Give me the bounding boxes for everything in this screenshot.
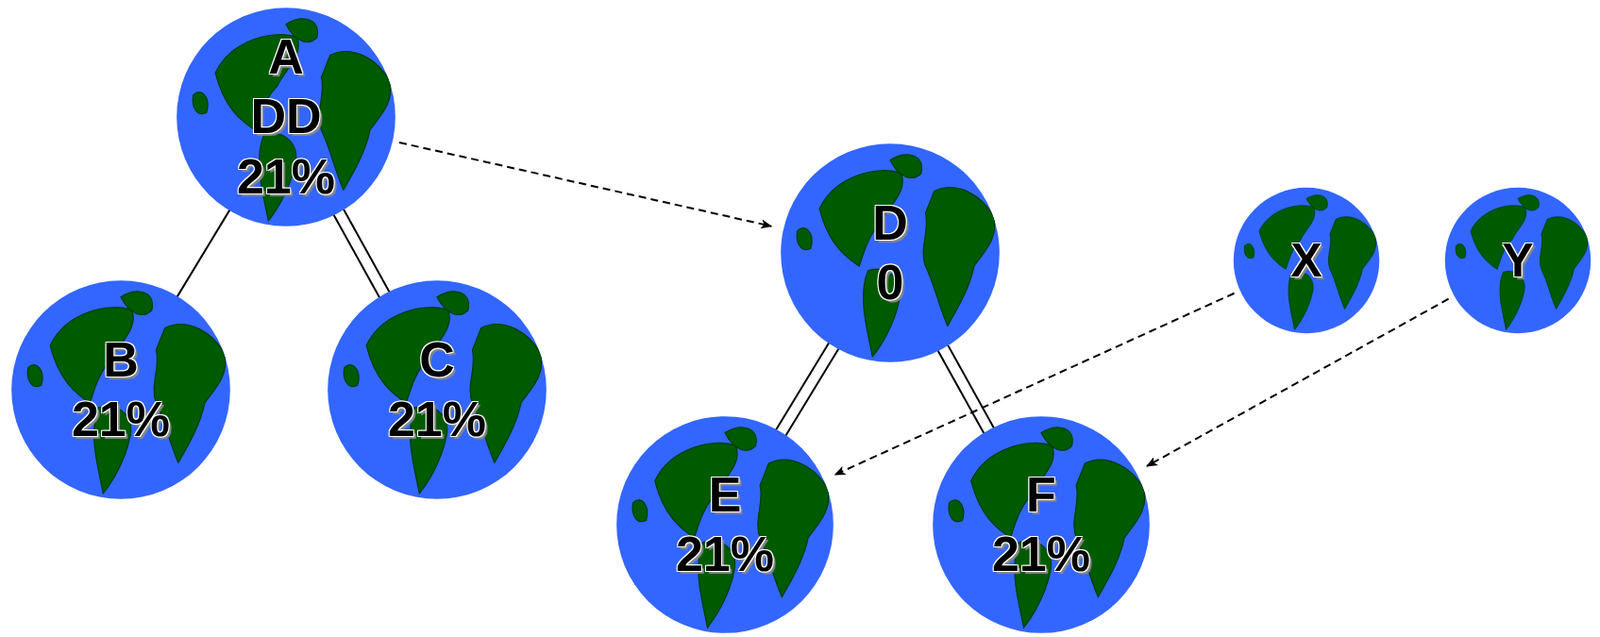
connector — [399, 142, 772, 227]
node-label: 21% — [236, 147, 336, 207]
link-line — [775, 342, 829, 430]
node-label: B — [102, 330, 139, 390]
link-line — [343, 209, 390, 293]
globe-node: F21% — [931, 415, 1151, 635]
dashed-arrow — [399, 142, 772, 227]
node-label: 21% — [71, 389, 170, 450]
node-label: E — [708, 465, 742, 525]
globe-icon — [779, 142, 1001, 364]
globe-icon — [10, 279, 232, 501]
globe-node: C21% — [326, 279, 548, 501]
globe-node: ADD21% — [175, 6, 397, 228]
node-label: D — [872, 193, 909, 253]
globe-node: D0 — [779, 142, 1001, 364]
globe-icon — [326, 279, 548, 501]
connector — [775, 342, 839, 437]
link-line — [177, 209, 231, 297]
link-line — [785, 348, 839, 436]
globe-node: B21% — [10, 279, 232, 501]
connector — [938, 345, 994, 435]
link-line — [333, 215, 380, 299]
node-label: F — [1026, 465, 1057, 525]
globe-icon — [931, 415, 1151, 635]
node-label: C — [419, 330, 455, 390]
node-label: 21% — [992, 524, 1091, 585]
node-label: 0 — [876, 252, 905, 313]
node-label: A — [268, 27, 304, 87]
globe-node: X — [1232, 186, 1381, 335]
link-line — [947, 345, 994, 429]
node-label: DD — [250, 86, 321, 147]
node-label: 21% — [387, 389, 487, 450]
connector — [333, 209, 389, 299]
globe-icon — [615, 415, 835, 635]
link-line — [938, 350, 985, 434]
globe-node: E21% — [615, 415, 835, 635]
node-label: 21% — [675, 524, 775, 585]
node-label: X — [1290, 232, 1322, 290]
node-label: Y — [1501, 232, 1533, 290]
connector — [177, 209, 231, 297]
globe-node: Y — [1444, 186, 1592, 335]
